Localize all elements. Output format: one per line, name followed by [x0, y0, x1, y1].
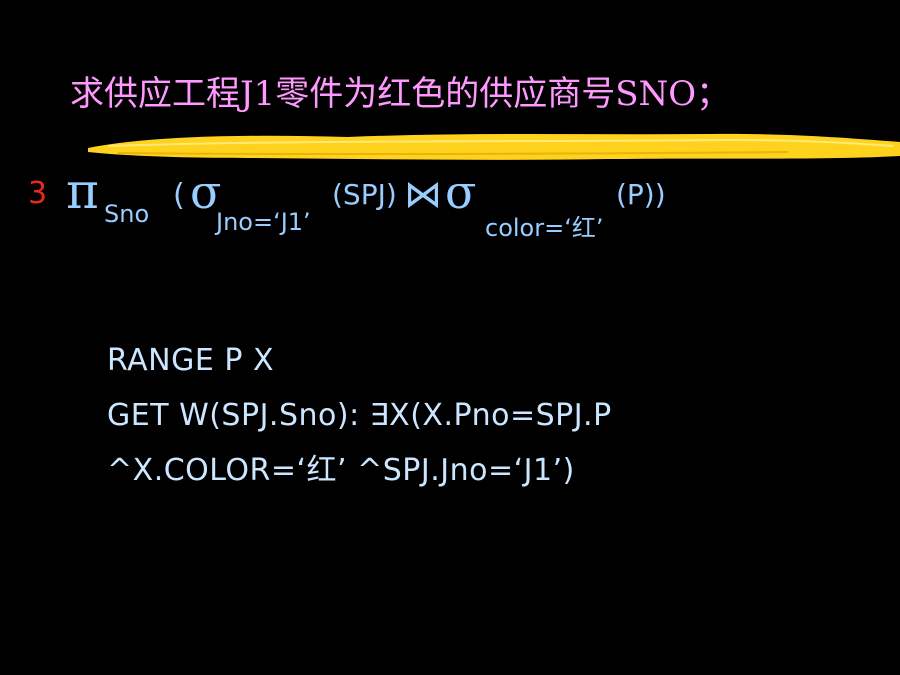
code-line: RANGE P X: [107, 343, 275, 378]
selection-subscript-1: Jno=‘J1’: [216, 208, 311, 236]
projection-symbol: π: [66, 162, 99, 220]
slide-title: 求供应工程J1零件为红色的供应商号SNO；: [70, 74, 731, 114]
open-paren: (: [173, 178, 185, 213]
code-line: GET W(SPJ.Sno): ∃X(X.Pno=SPJ.P: [107, 398, 612, 433]
alpha-query-code: RANGE P X GET W(SPJ.Sno): ∃X(X.Pno=SPJ.P…: [107, 333, 612, 498]
item-number: 3: [28, 176, 48, 211]
join-symbol: ⋈: [404, 172, 442, 216]
code-line: ^X.COLOR=‘红’ ^SPJ.Jno=‘J1’): [107, 453, 575, 488]
relational-algebra-formula: π Sno ( σ Jno=‘J1’ (SPJ) ⋈ σ color=‘红’ (…: [0, 0, 900, 260]
selection-subscript-2: color=‘红’: [485, 214, 604, 242]
relation-p: (P)): [616, 178, 666, 211]
projection-subscript: Sno: [104, 200, 150, 228]
highlighter-stroke: [88, 133, 900, 160]
selection-symbol-1: σ: [190, 165, 222, 219]
selection-symbol-2: σ: [445, 165, 477, 219]
relation-spj: (SPJ): [332, 178, 397, 211]
